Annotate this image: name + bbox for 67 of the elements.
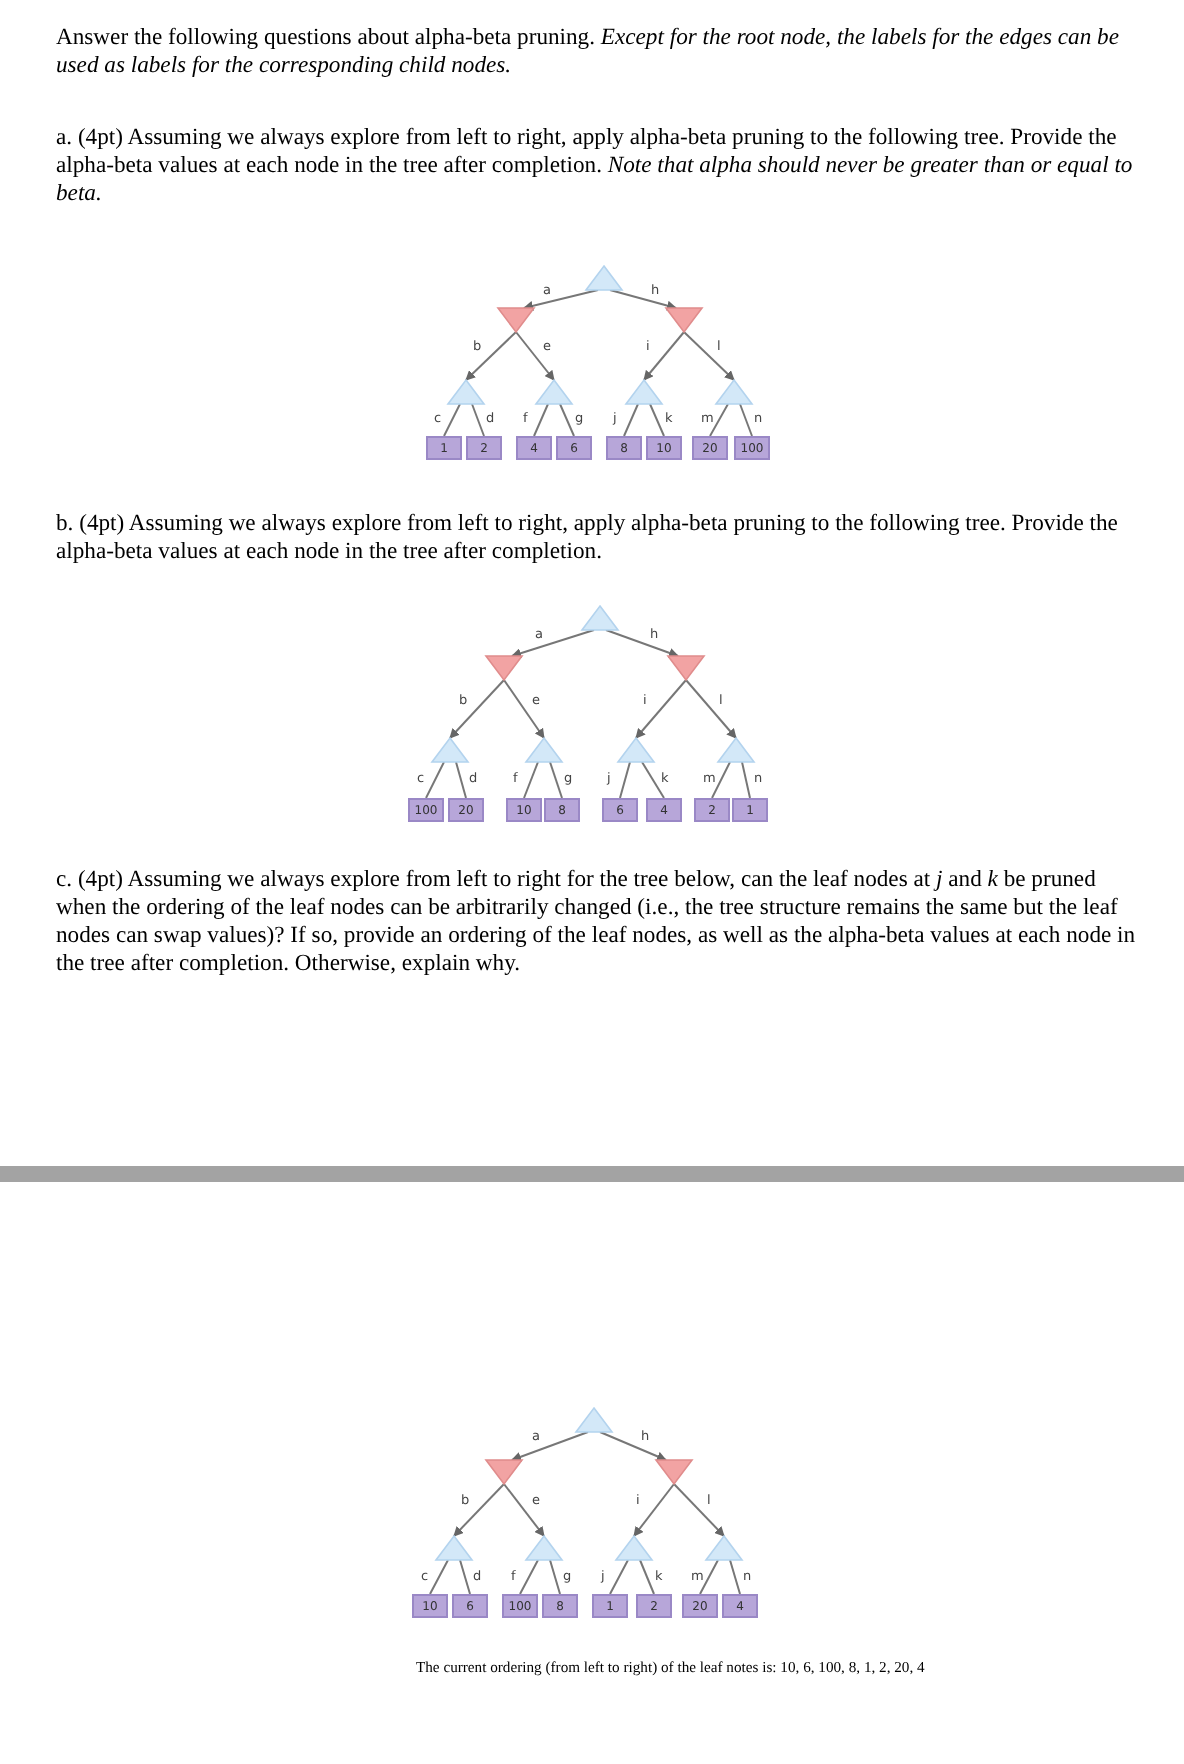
tree-edge: [709, 403, 729, 437]
tree-edge: [633, 1483, 675, 1537]
tree-edge: [519, 1559, 539, 1595]
question-text: a. (4pt) Assuming we always explore from left to right, apply alpha-beta pruning to the following tree. Provide the alpha-beta values at each node in the tree after completion. Note that alpha should never be greater than or equal to beta.: [56, 124, 1135, 209]
tree-edge: [635, 679, 687, 739]
min-node-triangle: [668, 656, 704, 680]
tree-edge: [459, 1559, 471, 1595]
max-node-triangle: [586, 266, 622, 290]
max-node-triangle: [616, 1536, 652, 1560]
max-node-triangle: [626, 380, 662, 404]
tree-edge: [503, 1483, 545, 1537]
tree-edge: [619, 761, 631, 799]
tree-edge: [443, 403, 461, 437]
tree-edge: [449, 679, 505, 739]
tree-edge: [471, 403, 485, 437]
tree-edge: [465, 331, 517, 381]
max-node-triangle: [706, 1536, 742, 1560]
tree-edge: [683, 331, 735, 381]
min-node-triangle: [486, 656, 522, 680]
tree-edge: [515, 331, 555, 381]
max-node-triangle: [576, 1408, 612, 1432]
tree-edge: [739, 403, 753, 437]
max-node-triangle: [536, 380, 572, 404]
tree-edge: [609, 289, 677, 311]
tree-edge: [623, 403, 639, 437]
instruction-text: Answer the following questions about alpha-beta pruning. Except for the root node, the labels for the edges can be used as labels for the corresponding child nodes.: [56, 24, 1121, 81]
tree-edge: [599, 1431, 667, 1462]
question-text: c. (4pt) Assuming we always explore from left to right for the tree below, can the leaf nodes at j and k be pruned when the ordering of the leaf nodes can be arbitrarily changed (i.e., the tree structure remains the same but the leaf nodes can swap values)? If so, provide an ordering of the leaf nodes, as well as the alpha-beta values at each node in the tree after completion. Otherwise, explain why.: [56, 866, 1138, 980]
tree-edge: [609, 1559, 629, 1595]
tree-edge: [605, 629, 679, 658]
tree-edge: [429, 1559, 449, 1595]
max-node-triangle: [526, 1536, 562, 1560]
tree-edge: [455, 761, 467, 799]
tree-edge: [549, 761, 563, 799]
max-node-triangle: [436, 1536, 472, 1560]
tree-edge: [699, 1559, 719, 1595]
tree-edge: [673, 1483, 725, 1537]
tree-edge: [641, 761, 665, 799]
max-node-triangle: [582, 606, 618, 630]
tree-edge: [503, 679, 545, 739]
tree-edge: [639, 1559, 655, 1595]
min-node-triangle: [666, 308, 702, 332]
tree-edge: [729, 1559, 741, 1595]
tree-edge: [643, 331, 685, 381]
question-text: b. (4pt) Assuming we always explore from left to right, apply alpha-beta pruning to the following tree. Provide the alpha-beta values at each node in the tree after completion.: [56, 510, 1120, 567]
tree-edge: [549, 1559, 561, 1595]
max-node-triangle: [526, 738, 562, 762]
tree-edge: [425, 761, 445, 799]
max-node-triangle: [716, 380, 752, 404]
tree-edge: [741, 761, 751, 799]
tree-edge: [711, 761, 731, 799]
min-node-triangle: [498, 308, 534, 332]
tree-edge: [533, 403, 549, 437]
tree-edge: [649, 403, 665, 437]
tree-edge: [511, 629, 595, 659]
tree-edge: [453, 1483, 505, 1537]
tree-edge: [559, 403, 575, 437]
max-node-triangle: [618, 738, 654, 762]
tree-edge: [685, 679, 737, 739]
tree-edge: [523, 761, 539, 799]
max-node-triangle: [432, 738, 468, 762]
max-node-triangle: [448, 380, 484, 404]
max-node-triangle: [718, 738, 754, 762]
tree-edge: [523, 289, 599, 311]
min-node-triangle: [656, 1460, 692, 1484]
min-node-triangle: [486, 1460, 522, 1484]
tree-edge: [511, 1431, 589, 1462]
